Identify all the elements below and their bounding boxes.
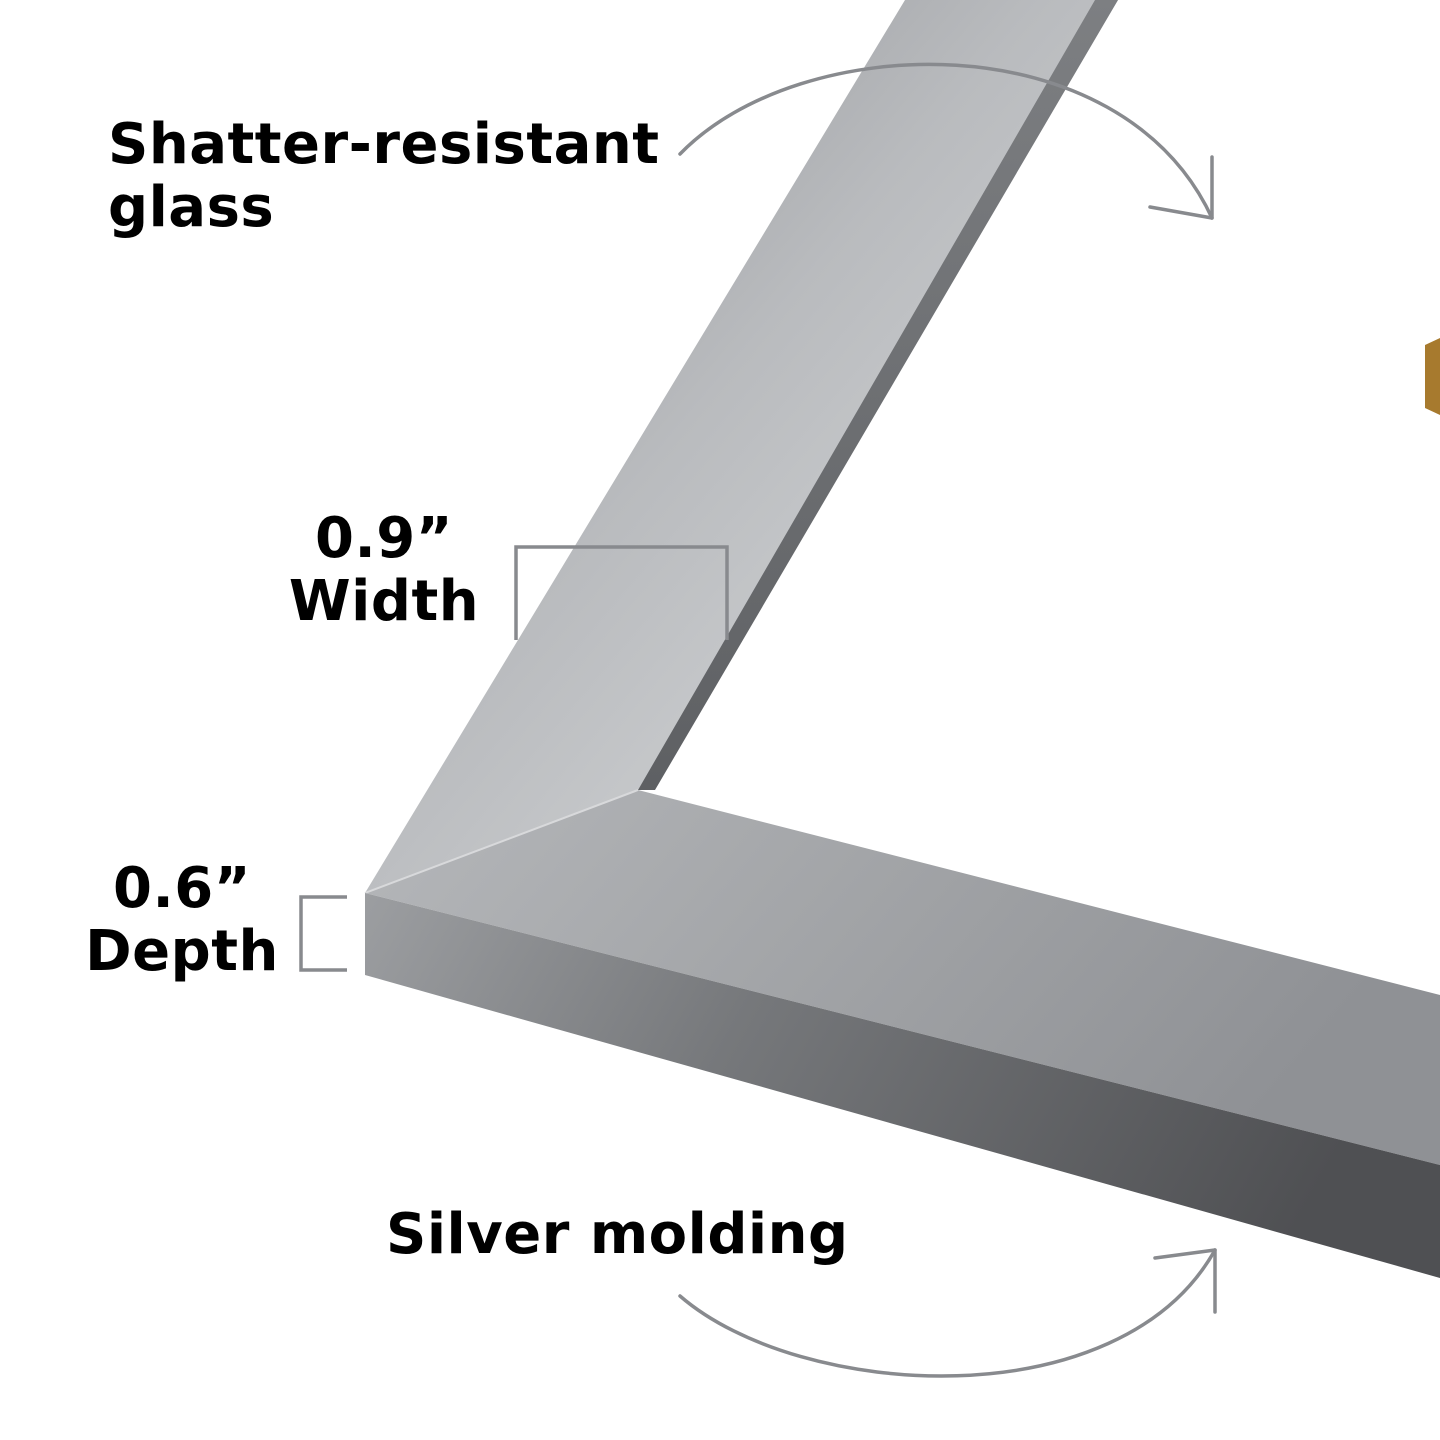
depth-label: 0.6” Depth: [84, 856, 280, 984]
frame-miter-joint: [364, 789, 639, 894]
frame-bottom-front-face: [365, 893, 1440, 1278]
frame-left-inner-edge: [638, 0, 1118, 790]
width-value: 0.9”: [314, 506, 453, 571]
width-word: Width: [288, 568, 480, 634]
width-bracket: [514, 545, 729, 640]
molding-curved-arrow-icon: [678, 1248, 1217, 1378]
glass-label-line2: glass: [108, 174, 275, 240]
glass-label: Shatter-resistant glass: [108, 112, 660, 240]
molding-label: Silver molding: [386, 1202, 849, 1267]
artwork-corner: [1425, 338, 1440, 415]
glass-label-line1: Shatter-resistant: [108, 112, 660, 177]
depth-value: 0.6”: [112, 856, 251, 921]
depth-word: Depth: [85, 918, 279, 984]
glass-curved-arrow-icon: [678, 62, 1214, 220]
frame-bottom-side: [365, 790, 1440, 1165]
depth-bracket: [299, 895, 347, 972]
width-label: 0.9” Width: [286, 506, 482, 634]
frame-left-side: [365, 0, 1118, 893]
